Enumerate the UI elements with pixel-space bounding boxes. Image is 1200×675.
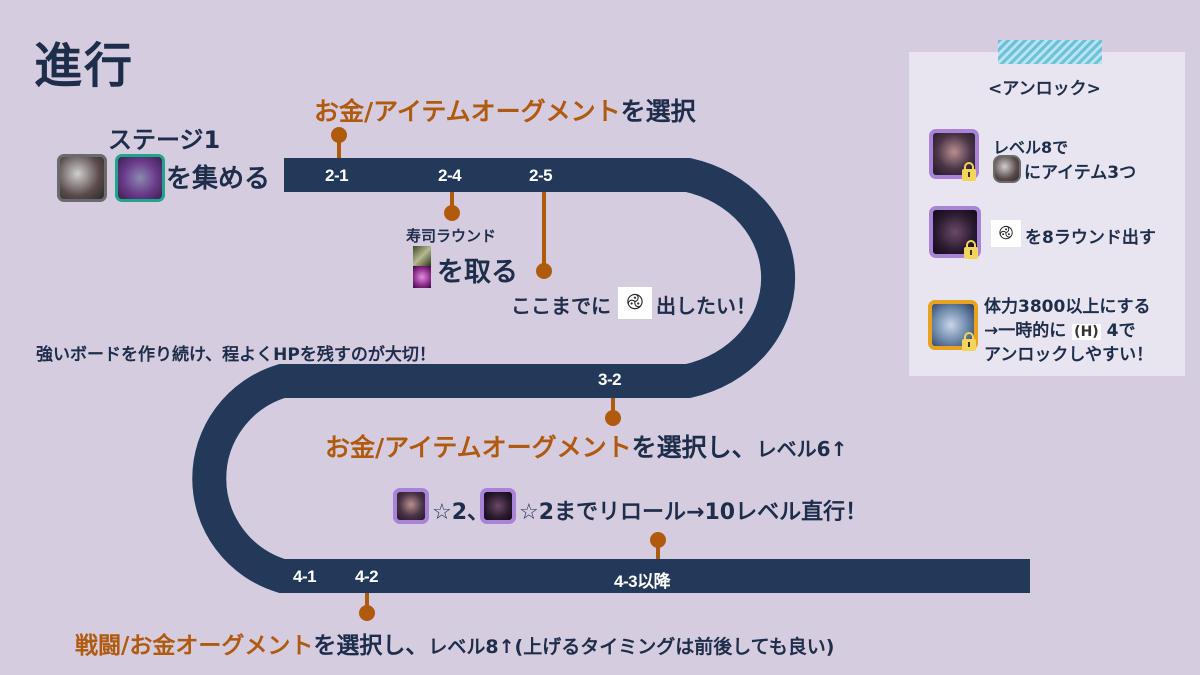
unlock-heading: <アンロック> (988, 79, 1101, 99)
stage1-action: を集める (166, 164, 271, 194)
unlock-1-gray-icon (993, 155, 1021, 183)
round-label-4-2: 4-2 (355, 567, 379, 586)
lock-icon (962, 332, 976, 351)
round-label-2-1: 2-1 (325, 166, 349, 185)
pin-dot-4-2 (359, 605, 375, 621)
unlock-1-line1: レベル8で (993, 138, 1069, 157)
callout-3-2: お金/アイテムオーグメントを選択し、レベル6↑ (325, 428, 847, 464)
unlock-1-line2: にアイテム3つ (1024, 163, 1137, 183)
pin-dot-2-5 (536, 263, 552, 279)
page-title: 進行 (34, 38, 135, 94)
sushi-action: を取る (437, 257, 518, 288)
board-note: 強いボードを作り続け、程よくHPを残すのが大切！ (36, 345, 436, 365)
stage1-heading: ステージ1 (108, 126, 221, 154)
unlock-champion-icon-3 (928, 300, 978, 350)
unlock-2-line1: を8ラウンド出す (1025, 228, 1156, 248)
unlock-3-line1: 体力3800以上にする (984, 297, 1151, 317)
augment-type: お金/アイテムオーグメント (325, 433, 632, 462)
round-label-4-1: 4-1 (293, 567, 317, 586)
gray-champion-icon (57, 154, 107, 202)
level-note: レベル8↑(上げるタイミングは前後しても良い) (428, 636, 835, 658)
pin-dot-3-2 (605, 410, 621, 426)
pin-line-3-2 (611, 398, 615, 416)
pin-line-2-4 (450, 192, 454, 214)
unlock-3-line2b: 4で (1106, 321, 1136, 341)
round-label-2-4: 2-4 (438, 166, 462, 185)
round-label-4-3: 4-3以降 (614, 572, 671, 591)
callout-verb: を選択し、 (631, 433, 757, 462)
round-label-2-5: 2-5 (529, 166, 553, 185)
pin-dot-2-1 (331, 127, 347, 143)
callout-verb: を選択 (620, 97, 696, 126)
pin-dot-2-4 (444, 205, 460, 221)
reroll-part1: ☆2、 (432, 500, 490, 525)
pin-line-2-1 (337, 138, 341, 158)
callout-verb: を選択し、 (313, 633, 429, 659)
trait-swirl-icon: ࿋ (618, 287, 652, 319)
lock-icon (962, 162, 976, 181)
trait-swirl-icon: ࿋ (991, 220, 1021, 247)
callout-4-2: 戦闘/お金オーグメントを選択し、レベル8↑(上げるタイミングは前後しても良い) (75, 626, 834, 660)
unlock-3-line2: →一時的に (H) 4で (984, 316, 1135, 341)
reroll-champion-icon-1 (393, 488, 429, 524)
level-note: レベル6↑ (756, 437, 848, 461)
pin-line-4-3 (656, 540, 660, 559)
callout-2-5-post: 出したい！ (656, 294, 756, 318)
item-icon-sword (413, 246, 431, 266)
round-label-3-2: 3-2 (598, 370, 622, 389)
callout-2-1: お金/アイテムオーグメントを選択 (314, 92, 696, 128)
augment-type: お金/アイテムオーグメント (314, 97, 621, 126)
callout-2-5-pre: ここまでに (511, 294, 611, 318)
item-icon-orb (413, 266, 431, 288)
lock-icon (964, 240, 978, 259)
sushi-round-label: 寿司ラウンド (406, 227, 497, 245)
pin-line-2-5 (542, 192, 546, 270)
trait-bastion-icon: (H) (1072, 324, 1101, 340)
reroll-part2: ☆2までリロール→10レベル直行！ (519, 500, 868, 525)
pin-line-4-2 (365, 593, 369, 611)
unlock-3-line2a: →一時的に (984, 321, 1067, 341)
unlock-3-line3: アンロックしやすい！ (984, 345, 1154, 365)
tape-decoration (998, 40, 1102, 64)
reroll-champion-icon-2 (480, 488, 516, 524)
augment-type: 戦闘/お金オーグメント (75, 633, 314, 659)
teal-champion-icon (115, 154, 165, 202)
